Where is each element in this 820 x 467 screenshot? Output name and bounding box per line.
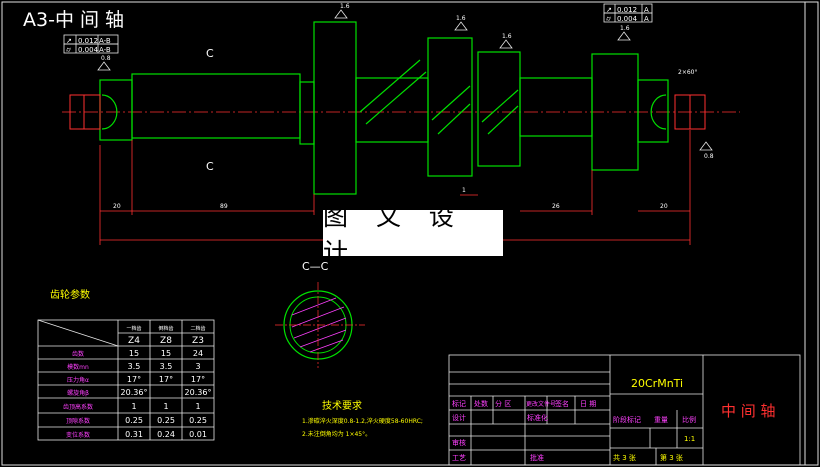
svg-text:1.6: 1.6: [620, 25, 630, 32]
gear-cell: 3.5: [160, 362, 173, 371]
gear-row-label: 齿数: [72, 350, 84, 358]
svg-text:↗: ↗: [606, 6, 612, 14]
gear-cell: 0.25: [189, 416, 207, 425]
svg-text:1.6: 1.6: [456, 15, 466, 22]
svg-text:处数: 处数: [474, 399, 488, 408]
gear-cell: 0.24: [157, 430, 175, 439]
gear-col-header: 一档齿: [126, 325, 141, 332]
tolerance-frame-left: [63, 34, 119, 54]
gear-cell: 20.36°: [121, 388, 148, 397]
gear-z-label: Z4: [128, 336, 140, 346]
section-view: [275, 282, 365, 368]
tech-req-title: 技术要求: [322, 399, 362, 412]
svg-text:更改文件号: 更改文件号: [526, 400, 556, 408]
svg-text:标准化: 标准化: [527, 413, 548, 422]
svg-text:0.004: 0.004: [78, 46, 99, 54]
dim-89: 89: [220, 203, 228, 210]
gear-cell: 20.36°: [185, 388, 212, 397]
svg-text:A-B: A-B: [99, 46, 111, 54]
gear-col-header: 倒档齿: [158, 325, 173, 332]
gear-cell: 3: [195, 362, 200, 371]
section-mark-bottom: C: [206, 160, 214, 173]
svg-text:标记: 标记: [452, 399, 466, 408]
svg-text:阶段标记: 阶段标记: [613, 415, 641, 424]
gear-row-label: 顶隙系数: [66, 417, 90, 425]
gear-cell: 0.01: [189, 430, 207, 439]
gear-row-label: 压力角α: [67, 376, 89, 384]
svg-text:0.004: 0.004: [617, 15, 638, 23]
svg-text:0.8: 0.8: [101, 55, 111, 62]
svg-text:日 期: 日 期: [580, 400, 596, 408]
gear-params-title: 齿轮参数: [50, 288, 90, 301]
gear-cell: 0.25: [157, 416, 175, 425]
gear-cell: 1: [163, 402, 168, 411]
gear-cell: 15: [129, 349, 139, 358]
svg-text:工艺: 工艺: [452, 454, 466, 462]
tech-req-item-1: 1.渗碳淬火深度0.8-1.2,淬火硬度58-60HRC;: [302, 417, 423, 425]
gear-cell: 1: [195, 402, 200, 411]
gear-cell: 17°: [159, 375, 173, 384]
gear-cell: 24: [193, 349, 203, 358]
dim-20-right: 20: [660, 203, 668, 210]
gear-cell: 17°: [191, 375, 205, 384]
watermark-text: 图 文 设 计: [323, 202, 464, 267]
gear-cell: 0.25: [125, 416, 143, 425]
svg-text:审核: 审核: [452, 438, 466, 447]
svg-text:1.6: 1.6: [502, 33, 512, 40]
svg-text:0.012: 0.012: [78, 37, 98, 45]
gear-row-label: 变位系数: [66, 431, 90, 439]
sheets-total: 共 3 张: [613, 453, 636, 462]
gear-z-label: Z8: [160, 336, 172, 346]
section-mark-top: C: [206, 47, 214, 60]
svg-text:比例: 比例: [682, 415, 696, 424]
svg-text:批准: 批准: [530, 453, 544, 462]
watermark-banner: 图 文 设 计: [323, 202, 503, 267]
gear-cell: 0.31: [125, 430, 143, 439]
dim-20-left: 20: [113, 203, 121, 210]
scale: 1:1: [684, 435, 695, 443]
gear-row-label: 螺旋角β: [67, 389, 89, 397]
dim-1: 1: [462, 187, 466, 194]
svg-text:签名: 签名: [555, 399, 569, 408]
center-hole-left: [69, 94, 101, 130]
svg-text:0.8: 0.8: [704, 153, 714, 160]
part-name: 中 间 轴: [721, 402, 776, 420]
dim-26: 26: [552, 203, 560, 210]
gear-cell: 3.5: [128, 362, 141, 371]
sheet-no: 第 3 张: [660, 453, 683, 462]
roughness-symbols: [97, 9, 713, 151]
gear-col-header: 二档齿: [190, 325, 205, 332]
svg-text:A-B: A-B: [99, 37, 111, 45]
tolerance-frame-right: [603, 3, 653, 23]
svg-text:分 区: 分 区: [495, 399, 511, 408]
gear-z-label: Z3: [192, 336, 204, 346]
material: 20CrMnTi: [631, 377, 683, 390]
svg-text:1.6: 1.6: [340, 3, 350, 10]
section-view-title: C—C: [302, 260, 329, 273]
svg-text:0.012: 0.012: [617, 6, 637, 14]
gear-cell: 17°: [127, 375, 141, 384]
dim-angle: 2×60°: [678, 69, 697, 76]
title-block: [448, 354, 801, 466]
tech-req-item-2: 2.未注倒角均为 1×45°。: [302, 430, 371, 438]
svg-text:⌭: ⌭: [606, 15, 611, 23]
gear-cell: 15: [161, 349, 171, 358]
svg-text:A: A: [644, 6, 649, 14]
svg-text:↗: ↗: [66, 37, 72, 45]
gear-row-label: 齿顶高系数: [63, 403, 93, 411]
drawing-title: A3-中 间 轴: [23, 9, 124, 31]
svg-text:重量: 重量: [654, 416, 668, 424]
center-hole-right: [674, 94, 706, 130]
svg-text:设计: 设计: [452, 413, 466, 422]
gear-params-table: [37, 319, 215, 441]
gear-cell: 1: [131, 402, 136, 411]
shaft-outline: [99, 21, 669, 195]
gear-row-label: 模数mn: [67, 363, 89, 371]
svg-text:⌭: ⌭: [66, 46, 71, 54]
svg-text:A: A: [644, 15, 649, 23]
